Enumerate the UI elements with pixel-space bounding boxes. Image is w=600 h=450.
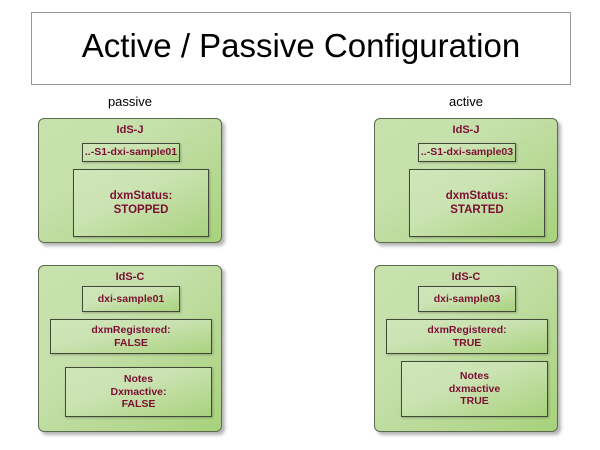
column-caption-active: active <box>449 94 483 109</box>
group-ids-c-active[interactable]: IdS-C dxi-sample03 dxmRegistered: TRUE N… <box>374 265 558 432</box>
group-title-ids-c-active: IdS-C <box>451 271 481 283</box>
dxm-status-value: STARTED <box>450 204 504 216</box>
notes-value: FALSE <box>121 398 156 411</box>
node-name-label: ..-S1-dxi-sample03 <box>420 146 514 159</box>
dxm-registered-box-passive[interactable]: dxmRegistered: FALSE <box>50 319 212 354</box>
node-name-box-passive-c[interactable]: dxi-sample01 <box>82 286 180 312</box>
dxm-registered-value: TRUE <box>452 336 482 349</box>
page-title: Active / Passive Configuration <box>81 27 521 64</box>
node-name-box-passive-j[interactable]: ..-S1-dxi-sample01 <box>82 143 180 162</box>
group-title-ids-j-passive: IdS-J <box>116 124 144 136</box>
dxm-status-key: dxmStatus: <box>445 189 509 202</box>
dxm-registered-box-active[interactable]: dxmRegistered: TRUE <box>386 319 548 354</box>
group-ids-c-passive[interactable]: IdS-C dxi-sample01 dxmRegistered: FALSE … <box>38 265 222 432</box>
notes-title: Notes <box>459 369 490 382</box>
node-name-label: ..-S1-dxi-sample01 <box>84 146 178 159</box>
node-name-label: dxi-sample01 <box>97 292 165 305</box>
node-name-label: dxi-sample03 <box>433 292 501 305</box>
dxm-registered-key: dxmRegistered: <box>91 323 171 336</box>
dxm-status-value: STOPPED <box>113 204 169 216</box>
notes-key: dxmactive <box>448 382 501 395</box>
dxm-status-box-active[interactable]: dxmStatus: STARTED <box>409 169 545 237</box>
notes-box-active[interactable]: Notes dxmactive TRUE <box>401 361 548 417</box>
notes-title: Notes <box>123 372 154 385</box>
dxm-status-key: dxmStatus: <box>109 189 173 202</box>
node-name-box-active-j[interactable]: ..-S1-dxi-sample03 <box>418 143 516 162</box>
group-ids-j-passive[interactable]: IdS-J ..-S1-dxi-sample01 dxmStatus: STOP… <box>38 118 222 243</box>
column-caption-passive: passive <box>107 94 153 109</box>
title-box: Active / Passive Configuration <box>31 12 571 85</box>
notes-value: TRUE <box>460 395 489 408</box>
notes-key: Dxmactive: <box>110 385 167 398</box>
dxm-registered-key: dxmRegistered: <box>427 323 507 336</box>
dxm-status-box-passive[interactable]: dxmStatus: STOPPED <box>73 169 209 237</box>
notes-box-passive[interactable]: Notes Dxmactive: FALSE <box>65 367 212 417</box>
group-title-ids-j-active: IdS-J <box>452 124 480 136</box>
group-ids-j-active[interactable]: IdS-J ..-S1-dxi-sample03 dxmStatus: STAR… <box>374 118 558 243</box>
dxm-registered-value: FALSE <box>114 336 148 349</box>
node-name-box-active-c[interactable]: dxi-sample03 <box>418 286 516 312</box>
group-title-ids-c-passive: IdS-C <box>115 271 145 283</box>
